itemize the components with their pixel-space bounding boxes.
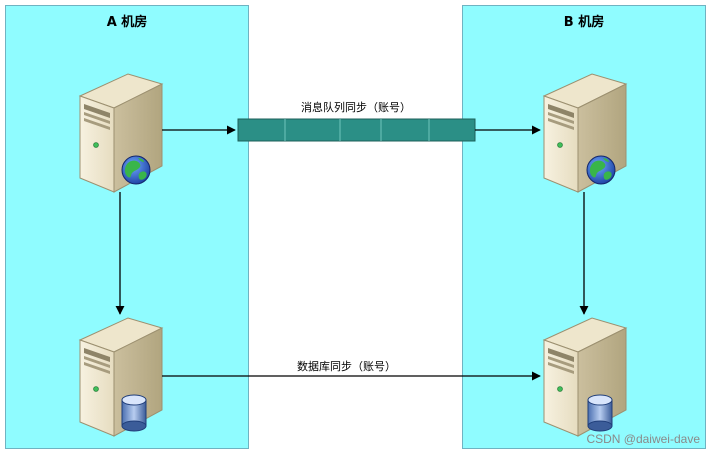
mq-sync-label: 消息队列同步（账号） — [301, 101, 411, 114]
web-server-b-icon — [543, 73, 627, 193]
database-server-b-icon — [543, 317, 627, 437]
database-server-a-icon — [79, 317, 163, 437]
db-sync-label: 数据库同步（账号） — [297, 360, 396, 373]
message-queue — [237, 118, 476, 142]
watermark: CSDN @daiwei-dave — [586, 432, 700, 446]
room-b-title: B 机房 — [563, 15, 605, 30]
room-a-title: A 机房 — [106, 15, 148, 30]
web-server-a-icon — [79, 73, 163, 193]
